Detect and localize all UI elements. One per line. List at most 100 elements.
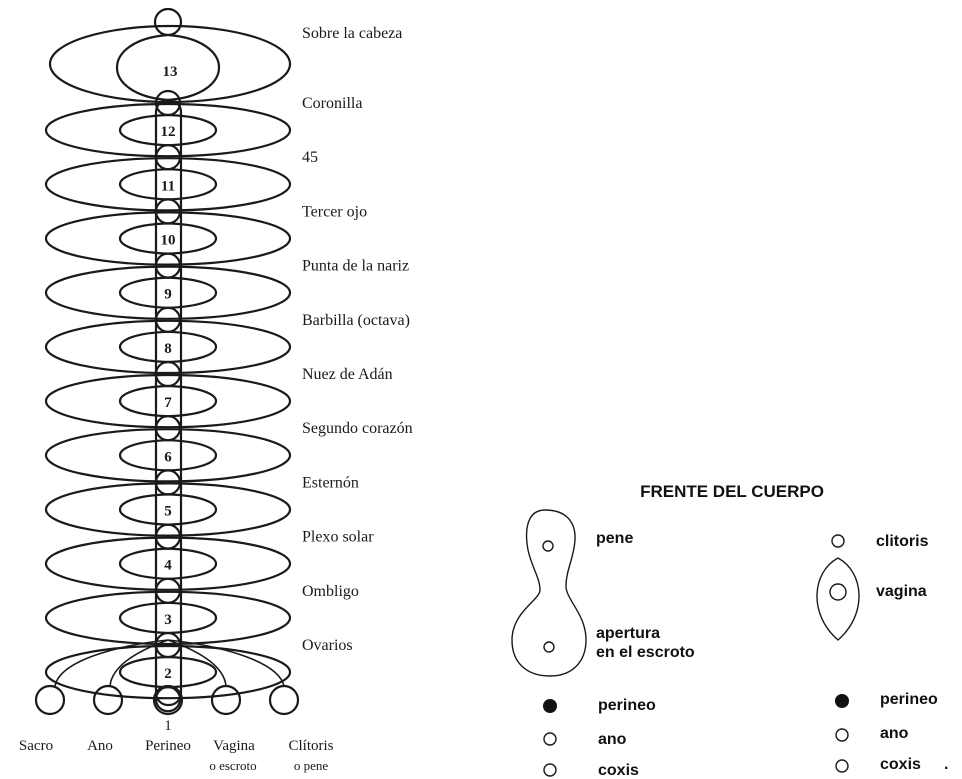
root-label-ano: Ano (87, 738, 113, 754)
ano-dot-icon (835, 728, 849, 742)
orbit-ellipse-4 (44, 536, 292, 591)
orbit-inner-loop-12 (119, 113, 217, 147)
level-number-5: 5 (164, 504, 172, 520)
female-legend: perineo ano coxis . (835, 691, 948, 773)
root-label-clitoris-sub: o pene (294, 758, 329, 773)
branch-clitoris (167, 639, 285, 687)
orbit-ellipse-9 (44, 265, 292, 320)
clitoris-point-icon (831, 534, 845, 548)
orbit-ellipse-12 (44, 102, 292, 158)
female-legend-coxis: coxis (880, 756, 921, 773)
root-branches (34, 639, 300, 716)
root-label-perineo: Perineo (145, 738, 191, 754)
level-label-4: Plexo solar (302, 529, 374, 546)
orbit-inner-loop-8 (119, 330, 217, 364)
escroto-point-icon (543, 641, 555, 653)
level-label-9: Punta de la nariz (302, 258, 409, 275)
level-number-4: 4 (164, 558, 172, 574)
root-labels: Sacro Ano Perineo Vagina o escroto Clíto… (19, 738, 334, 773)
root-circle-clitoris (268, 684, 300, 716)
orbit-ellipse-8 (44, 319, 292, 375)
orbit-inner-left-13 (115, 33, 169, 102)
level-label-2: Ovarios (302, 637, 353, 654)
female-legend-perineo: perineo (880, 691, 938, 708)
level-number-3: 3 (164, 612, 172, 628)
central-column (154, 98, 183, 707)
orbit-inner-right-13 (167, 33, 221, 102)
orbit-levels: 12 11 10 9 8 7 6 5 4 3 2 (44, 89, 292, 713)
label-vagina: vagina (876, 583, 927, 600)
orbit-inner-loop-4 (119, 547, 217, 580)
vagina-point-icon (829, 583, 847, 601)
level-label-12: Coronilla (302, 95, 362, 112)
level-label-13: Sobre la cabeza (302, 25, 402, 42)
base-number: 1 (164, 718, 172, 734)
front-title: FRENTE DEL CUERPO (640, 482, 824, 501)
orbit-ellipse-6 (44, 428, 292, 483)
orbit-inner-loop-7 (119, 384, 217, 418)
female-legend-ano: ano (880, 725, 909, 742)
orbit-inner-loop-3 (119, 601, 217, 635)
male-outline (511, 509, 587, 677)
level-label-10: Tercer ojo (302, 203, 367, 220)
male-legend-perineo: perineo (598, 697, 656, 714)
level-number-13: 13 (163, 64, 178, 80)
orbit-ellipse-10 (44, 211, 292, 266)
level-label-8: Barbilla (octava) (302, 312, 410, 329)
female-outline (816, 557, 860, 641)
orbit-inner-loop-2 (119, 655, 217, 689)
level-label-3: Ombligo (302, 583, 359, 600)
root-label-vagina: Vagina (213, 738, 255, 754)
orbit-ellipse-5 (44, 482, 292, 537)
perineo-dot-icon (543, 699, 557, 713)
level-label-5: Esternón (302, 474, 359, 491)
level-number-12: 12 (161, 124, 176, 140)
root-label-clitoris: Clítoris (288, 738, 333, 754)
label-clitoris: clitoris (876, 533, 929, 550)
male-legend: perineo ano coxis (543, 697, 656, 779)
level-number-8: 8 (164, 341, 172, 357)
orbit-ellipse-7 (44, 373, 292, 429)
level-number-6: 6 (164, 449, 172, 465)
label-pene: pene (596, 530, 633, 547)
level-number-11: 11 (161, 178, 175, 194)
orbit-inner-loop-11 (119, 168, 217, 201)
orbit-inner-loop-10 (119, 222, 217, 255)
label-apertura-2: en el escroto (596, 644, 695, 661)
orbit-ellipse-11 (44, 157, 292, 212)
orbit-ellipse-2 (44, 644, 292, 700)
orbit-inner-loop-6 (119, 439, 217, 472)
stray-mark: . (944, 756, 948, 773)
root-circle-ano (92, 684, 124, 716)
level-number-2: 2 (164, 666, 172, 682)
coxis-dot-icon (543, 763, 557, 777)
orbit-ellipse-13 (48, 24, 292, 104)
perineo-dot-icon (835, 694, 849, 708)
root-circle-vagina (210, 684, 242, 716)
ano-dot-icon (543, 732, 557, 746)
label-apertura-1: apertura (596, 625, 660, 642)
level-label-6: Segundo corazón (302, 420, 413, 437)
orbit-inner-loop-9 (119, 276, 217, 309)
orbit-inner-loop-5 (119, 493, 217, 526)
orbit-ellipse-3 (44, 590, 292, 646)
level-number-9: 9 (164, 287, 172, 303)
male-legend-ano: ano (598, 731, 627, 748)
male-legend-coxis: coxis (598, 762, 639, 779)
root-circle-perineo (152, 684, 184, 716)
level-label-11: 45 (302, 149, 318, 166)
level-number-10: 10 (161, 233, 176, 249)
root-label-sacro: Sacro (19, 738, 53, 754)
root-label-vagina-sub: o escroto (209, 758, 256, 773)
level-number-7: 7 (164, 395, 172, 411)
coxis-dot-icon (835, 759, 849, 773)
level-label-7: Nuez de Adán (302, 366, 393, 383)
branch-vagina (167, 639, 227, 687)
pene-point-icon (542, 540, 554, 552)
root-circle-sacro (34, 684, 66, 716)
branch-sacro (54, 639, 169, 687)
branch-ano (109, 639, 169, 687)
